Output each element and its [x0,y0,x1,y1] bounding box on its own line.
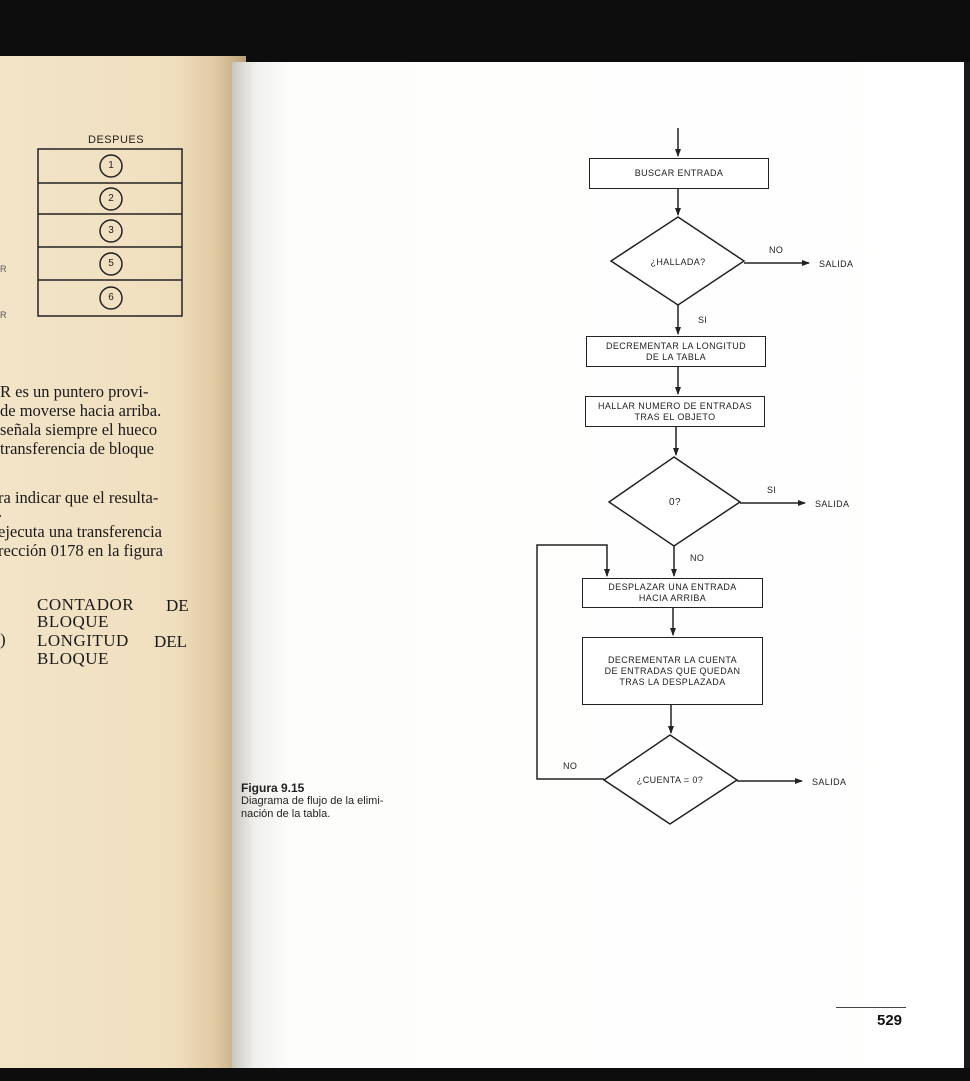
page-number-rule [836,1007,906,1008]
paragraph-1: R es un puntero provi- de moverse hacia … [0,382,196,458]
table-cell-1: 1 [108,160,114,171]
flow-box-decrementar-cuenta-line: DECREMENTAR LA CUENTA [607,654,738,665]
paragraph-2: ra indicar que el resulta- . [0,488,234,517]
flow-box-buscar-entrada-label: BUSCAR ENTRADA [634,168,724,178]
definition-word-del: DEL [154,632,188,651]
definition-term-bloque-2: BLOQUE [37,649,109,668]
right-page: BUSCAR ENTRADA ¿HALLADA? NO SALIDA SI DE… [232,62,966,1068]
flow-box-buscar-entrada: BUSCAR ENTRADA [589,158,769,189]
definition-word-de: DE [166,596,189,615]
figure-caption: Figura 9.15 Diagrama de flujo de la elim… [241,782,383,821]
paragraph-3-line: ejecuta una transferencia [0,522,162,541]
decision-cero-no: NO [690,553,705,563]
table-cell-5: 5 [108,258,114,269]
paragraph-3: ejecuta una transferencia rección 0178 e… [0,522,234,560]
flow-box-hallar-numero-line: TRAS EL OBJETO [634,411,716,422]
decision-hallada-yes: SI [698,315,708,325]
paragraph-1-line: señala siempre el hueco [0,420,158,439]
paragraph-1-line: de moverse hacia arriba. [0,401,162,420]
scan-bottom-border [0,1068,970,1081]
flow-box-desplazar-entrada: DESPLAZAR UNA ENTRADA HACIA ARRIBA [582,578,763,608]
paragraph-3-line: rección 0178 en la figura [0,541,163,560]
decision-cuenta-label: ¿CUENTA = 0? [636,775,704,785]
decision-cero-label: 0? [669,497,681,508]
flow-box-decrementar-cuenta-line: TRAS LA DESPLAZADA [619,676,726,687]
paragraph-2-line: . [0,503,234,517]
table-cell-6: 6 [108,292,114,303]
flow-box-hallar-numero-line: HALLAR NUMERO DE ENTRADAS [597,400,753,411]
decision-hallada-label: ¿HALLADA? [650,257,706,267]
despues-table-frame [37,148,183,317]
left-page: DESPUES 1 2 3 5 6 R R R es un puntero pr… [0,56,246,1068]
flow-box-desplazar-entrada-line: HACIA ARRIBA [638,593,707,603]
decision-cero-exit: SALIDA [815,499,850,509]
margin-mark-1: R [0,264,7,274]
table-cell-2: 2 [108,193,114,204]
definition-term-bloque: BLOQUE [37,612,109,631]
definition-term-contador: CONTADOR [37,595,135,614]
paragraph-1-line: transferencia de bloque [0,439,154,458]
despues-table: 1 2 3 5 6 [34,148,184,318]
flow-box-decrementar-longitud-line: DECREMENTAR LA LONGITUD [605,340,747,351]
definition-term-longitud: LONGITUD [37,631,129,650]
despues-title: DESPUES [88,134,145,146]
flow-box-desplazar-entrada-line: DESPLAZAR UNA ENTRADA [608,582,737,592]
paragraph-1-line: R es un puntero provi- [0,382,149,401]
page-number: 529 [877,1012,903,1029]
definition-prefix: ) [0,630,6,649]
decision-hallada-exit: SALIDA [819,259,854,269]
decision-cuenta-no: NO [563,761,578,771]
flow-box-hallar-numero: HALLAR NUMERO DE ENTRADAS TRAS EL OBJETO [585,396,765,427]
margin-mark-2: R [0,310,7,320]
scan-top-border [0,0,970,62]
table-cell-3: 3 [108,225,114,236]
flow-box-decrementar-longitud: DECREMENTAR LA LONGITUD DE LA TABLA [586,336,766,367]
figure-caption-number: Figura 9.15 [241,781,305,795]
paragraph-2-line: ra indicar que el resulta- [0,488,159,507]
decision-cero-yes: SI [767,485,777,495]
flow-box-decrementar-cuenta: DECREMENTAR LA CUENTA DE ENTRADAS QUE QU… [582,637,763,705]
decision-cuenta-exit: SALIDA [812,777,847,787]
flowchart-connectors [536,128,810,825]
flow-box-decrementar-cuenta-line: DE ENTRADAS QUE QUEDAN [604,665,741,676]
decision-hallada-no: NO [769,245,784,255]
flow-box-decrementar-longitud-line: DE LA TABLA [645,351,707,362]
scan-right-border [964,62,970,1068]
figure-caption-line: Diagrama de flujo de la elimi- [241,795,384,807]
figure-caption-line: nación de la tabla. [241,808,331,820]
